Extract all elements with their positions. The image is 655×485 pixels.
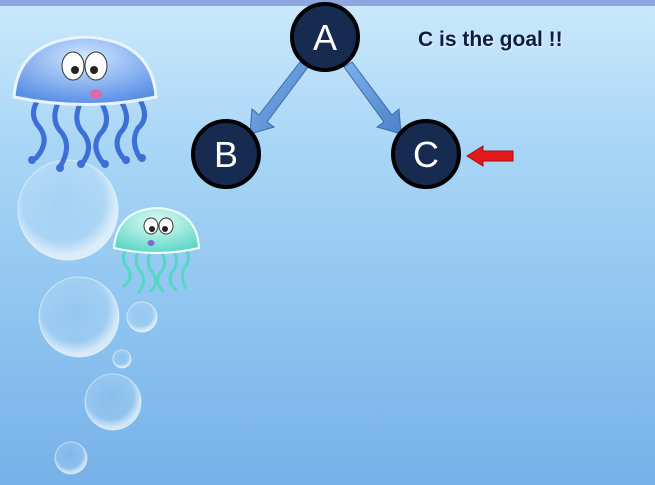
- edge-a-to-b: [249, 61, 309, 135]
- node-b-label: B: [214, 134, 238, 175]
- node-a-label: A: [313, 17, 337, 58]
- goal-pointer-arrow-icon: [466, 145, 514, 167]
- bubble-icon: [54, 441, 88, 475]
- jellyfish-icon: [112, 206, 201, 294]
- edge-a-to-c: [343, 61, 402, 135]
- node-c: C: [391, 119, 461, 189]
- bubble-icon: [17, 159, 119, 261]
- node-b: B: [191, 119, 261, 189]
- goal-caption: C is the goal !!: [418, 28, 563, 51]
- bubble-icon: [38, 276, 120, 358]
- tree-edges: [249, 61, 402, 135]
- bubbles-decoration: [17, 159, 158, 475]
- bubble-icon: [126, 301, 158, 333]
- bubble-icon: [112, 349, 132, 369]
- node-c-label: C: [413, 134, 439, 175]
- jellyfish-icon: [12, 35, 158, 172]
- node-a: A: [290, 2, 360, 72]
- bubble-icon: [84, 373, 142, 431]
